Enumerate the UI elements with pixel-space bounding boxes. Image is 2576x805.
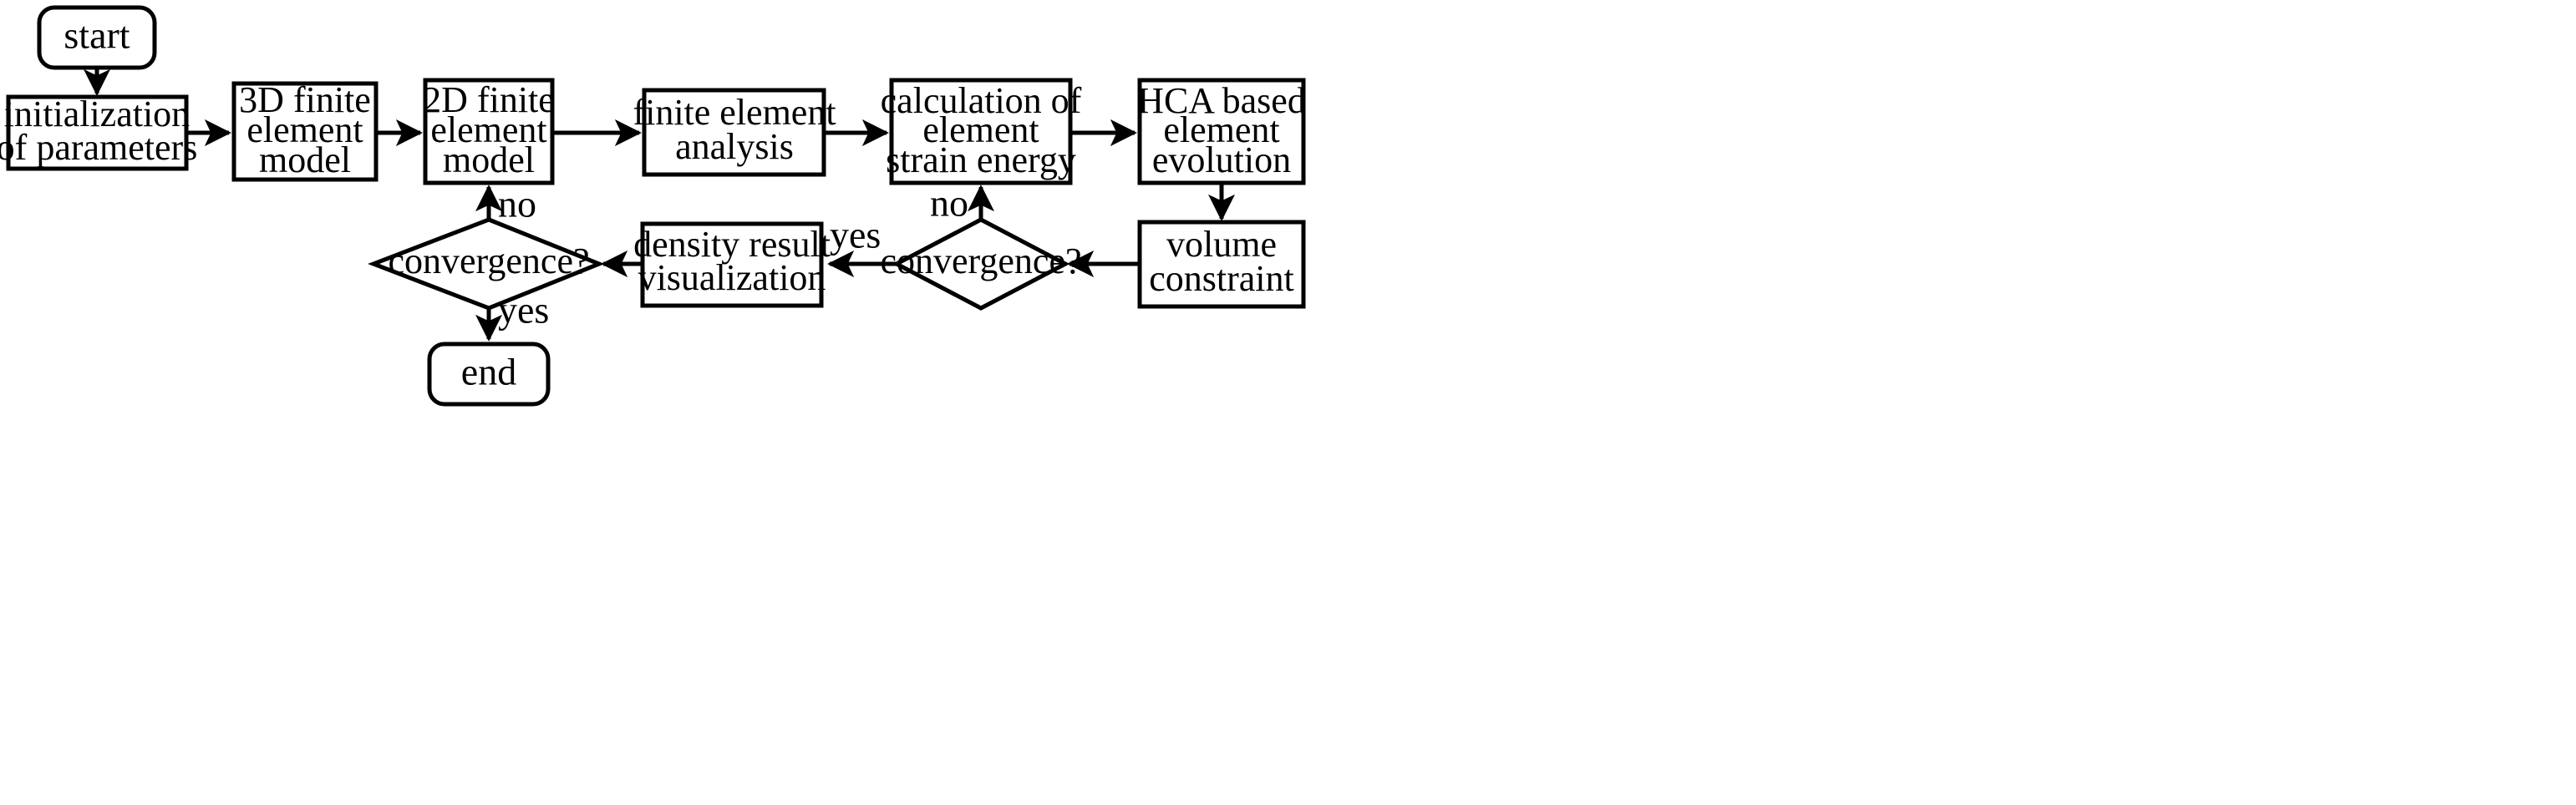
node-fea-label-line2: analysis — [675, 126, 794, 167]
node-fem3d-label-line2: element — [246, 109, 363, 150]
node-fem3d-label-line3: model — [259, 139, 351, 180]
node-fem2d-label-line1: 2D finite — [423, 79, 555, 120]
node-initialization[interactable] — [6, 94, 189, 171]
node-volume-constraint-label-line1: volume — [1166, 224, 1277, 265]
node-hca-label-line3: evolution — [1152, 139, 1291, 180]
node-fem3d-label-line1: 3D finite — [239, 79, 371, 120]
node-convergence-left-label: convergence? — [388, 240, 589, 281]
node-density-visualization-label-line1: density result — [633, 224, 831, 265]
edge-label-convergence-left-yes: yes — [498, 289, 549, 332]
node-hca[interactable] — [1137, 78, 1306, 185]
node-fem3d[interactable] — [231, 81, 379, 182]
node-strain-energy-label-line1: calculation of — [881, 80, 1082, 121]
node-volume-constraint[interactable] — [1137, 220, 1306, 309]
node-strain-energy-label-line2: element — [922, 109, 1039, 150]
node-hca-label-line2: element — [1163, 109, 1279, 150]
edge-label-convergence-right-no: no — [930, 182, 968, 225]
node-hca-label-line1: HCA based — [1137, 80, 1306, 121]
node-strain-energy-label-line3: strain energy — [886, 139, 1076, 180]
node-end-label: end — [461, 351, 516, 393]
node-start-label: start — [64, 14, 130, 57]
node-convergence-right-label: convergence? — [880, 240, 1081, 281]
node-initialization-label-line2: of parameters — [0, 127, 197, 168]
node-end[interactable] — [427, 342, 551, 407]
node-density-visualization-label-line2: visualization — [638, 257, 826, 298]
edge-label-convergence-right-yes: yes — [830, 214, 881, 256]
node-fea-label-line1: finite element — [633, 92, 836, 133]
node-fea[interactable] — [642, 88, 826, 177]
node-volume-constraint-label-line2: constraint — [1149, 258, 1294, 299]
node-fem2d[interactable] — [423, 78, 555, 185]
node-convergence-right[interactable] — [892, 217, 1070, 311]
node-initialization-label-line1: initialization — [4, 94, 190, 134]
node-fem2d-label-line3: model — [443, 139, 535, 180]
node-density-visualization[interactable] — [640, 221, 824, 308]
node-fem2d-label-line2: element — [430, 109, 546, 150]
edge-label-convergence-left-no: no — [498, 183, 536, 225]
